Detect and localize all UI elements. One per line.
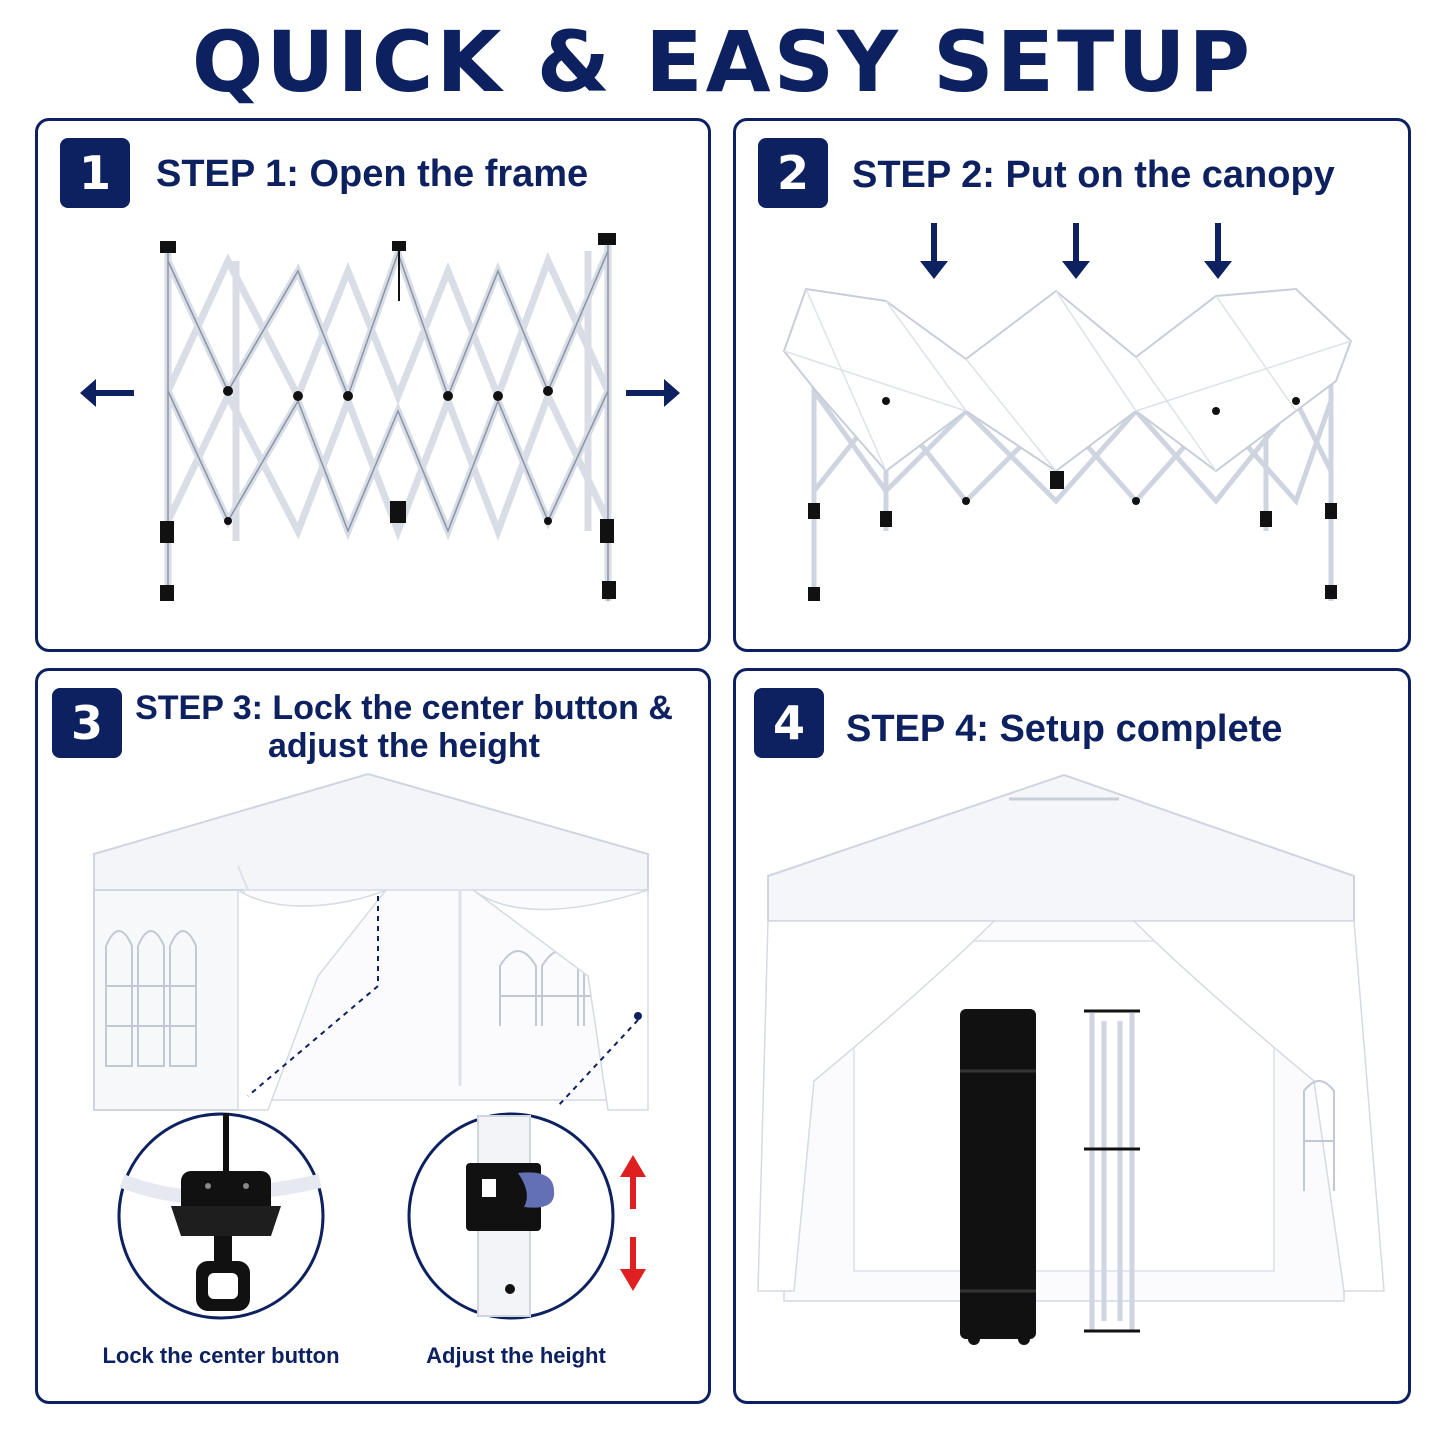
canopy-on-frame-image: [782, 287, 1353, 601]
step-1-panel: 1 STEP 1: Open the frame: [35, 118, 711, 652]
expanding-frame-image: [160, 233, 616, 601]
height-adjust-closeup-image: [407, 1112, 615, 1320]
step-3-title-line-1: STEP 3: Lock the center button &: [135, 689, 673, 727]
step-3-panel: 3 STEP 3: Lock the center button & adjus…: [35, 668, 711, 1404]
step-1-title: STEP 1: Open the frame: [156, 153, 589, 195]
page-title: QUICK & EASY SETUP: [191, 13, 1254, 111]
step-4-badge: 4: [754, 688, 824, 758]
arrow-down-icon: [1204, 223, 1232, 279]
step-2-badge: 2: [758, 138, 828, 208]
step-3-title: STEP 3: Lock the center button & adjust …: [134, 689, 674, 765]
step-2-panel: 2 STEP 2: Put on the canopy: [733, 118, 1411, 652]
arrow-down-red-icon: [620, 1237, 646, 1291]
arrow-down-icon: [1062, 223, 1090, 279]
caption-adjust-height: Adjust the height: [426, 1343, 606, 1368]
step-3-title-line-2: adjust the height: [268, 727, 540, 765]
step-3-badge: 3: [52, 688, 122, 758]
tent-with-sidewalls-image: [93, 772, 649, 1111]
arrow-up-red-icon: [620, 1155, 646, 1209]
arrow-down-icon: [920, 223, 948, 279]
arrow-right-icon: [626, 379, 680, 407]
step-4-panel: 4 STEP 4: Setup complete: [733, 668, 1411, 1404]
arrow-left-icon: [80, 379, 134, 407]
center-button-closeup-image: [117, 1112, 325, 1320]
caption-lock-center-button: Lock the center button: [102, 1343, 340, 1368]
step-2-title: STEP 2: Put on the canopy: [852, 154, 1335, 196]
completed-tent-image: [757, 773, 1385, 1345]
step-4-title: STEP 4: Setup complete: [846, 708, 1283, 750]
step-1-badge: 1: [60, 138, 130, 208]
